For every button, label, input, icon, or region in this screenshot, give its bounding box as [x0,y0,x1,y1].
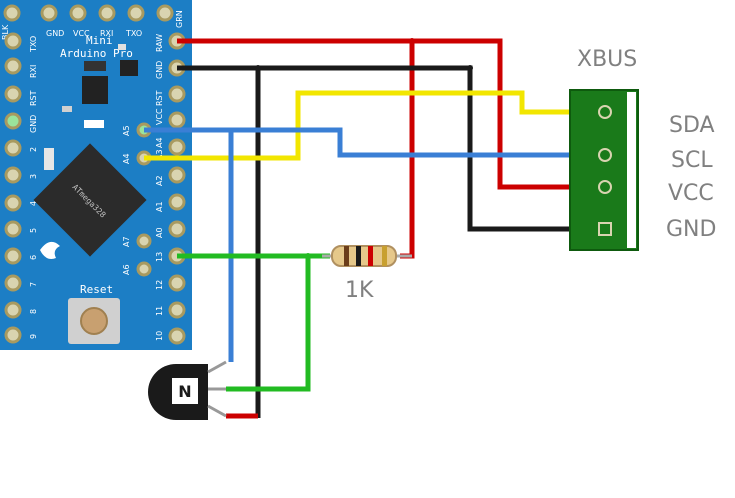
led-component [84,120,104,128]
regulator-component [82,76,108,104]
smd-component [118,44,126,50]
right-pin-column [168,32,186,345]
inner-pin-label: A7 [122,236,131,247]
transistor-marking-icon: N [178,382,191,401]
black-wire [177,65,605,232]
blue-wire [144,127,605,158]
smd-component [120,60,138,76]
resistor-1k [322,245,412,267]
right-pin-label: A3 [155,149,164,160]
arduino-pro-mini-board: BLK GND VCC RXI TXO GRN TXO RXI RST GND … [0,0,192,350]
xbus-pin-label: SDA [669,113,715,138]
right-pin-label: RAW [155,34,164,52]
smd-component [62,106,72,112]
top-pin-label: BLK [1,24,10,40]
top-pin-label: TXO [125,29,142,38]
xbus-pin-label: SCL [671,148,713,173]
left-pin-label: RST [29,90,38,106]
board-name-line1: Mini [86,34,113,47]
resistor-label: 1K [345,278,374,303]
left-pin-label: 8 [29,309,38,314]
right-pin-label: RST [155,90,164,106]
left-pin-label: 5 [29,228,38,233]
left-pin-label: 6 [29,255,38,260]
right-pin-label: VCC [155,108,164,125]
left-pin-label: GND [29,115,38,133]
right-pin-label: GND [155,61,164,79]
green-wire-transistor [226,256,311,392]
right-pin-label: 12 [155,280,164,290]
right-pin-label: 11 [155,306,164,316]
left-pin-column [4,32,22,344]
right-pin-label: 10 [155,331,164,341]
left-pin-label: TXO [29,36,38,53]
top-pin-row [3,4,174,22]
board-name-line2: Arduino Pro [60,47,133,60]
red-wire-branch [400,41,415,259]
capacitor-component [44,148,54,170]
left-pin-label: RXI [29,65,38,78]
top-pin-label: VCC [73,29,90,38]
red-wire [177,38,605,190]
yellow-wire [144,90,605,161]
top-pin-label: GND [46,29,64,38]
right-pin-label: 13 [155,252,164,262]
crystal-component [84,61,106,71]
atmega-chip: ATmega328 [33,143,147,257]
inner-pin-label: A5 [122,125,131,136]
xbus-connector [569,89,639,251]
transistor: N [148,360,227,420]
left-pin-label: 7 [29,282,38,287]
xbus-title: XBUS [577,47,637,72]
left-pin-label: 3 [29,174,38,179]
reset-label: Reset [80,283,113,296]
left-pin-label: 9 [29,334,38,339]
inner-pin-label: A4 [122,153,131,164]
reset-button[interactable] [68,298,120,344]
top-pin-label: GRN [175,10,184,28]
xbus-pin-label: GND [666,217,716,242]
left-pin-label: 2 [29,147,38,152]
sparkfun-logo-icon [40,241,60,259]
left-pin-label: 4 [29,201,38,206]
right-pin-label: A4 [155,137,164,148]
right-pin-label: A1 [155,201,164,212]
right-pin-label: A2 [155,175,164,186]
inner-pin-label: A6 [122,264,131,275]
top-pin-label: RXI [100,29,113,38]
xbus-pin-label: VCC [668,181,714,206]
right-pin-label: A0 [155,227,164,238]
wires [144,38,605,419]
